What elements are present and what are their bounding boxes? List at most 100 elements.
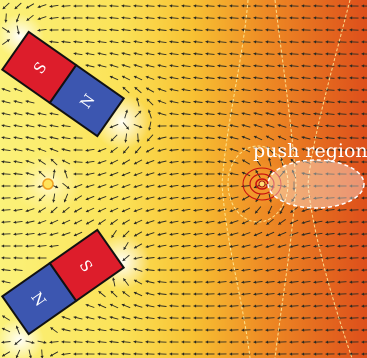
field-arrowhead: [241, 268, 245, 272]
field-arrowhead: [73, 4, 77, 8]
field-arrowhead: [337, 304, 341, 308]
field-arrowhead: [133, 185, 137, 189]
field-arrowhead: [289, 40, 293, 44]
field-arrowhead: [361, 100, 365, 104]
field-arrowhead: [181, 16, 185, 20]
field-arrowhead: [37, 124, 41, 128]
field-arrowhead: [205, 112, 209, 116]
field-arrowhead: [193, 88, 197, 92]
field-arrowhead: [193, 100, 197, 104]
field-arrowhead: [301, 88, 305, 92]
field-arrowhead: [73, 352, 77, 356]
field-arrowhead: [301, 40, 305, 44]
field-arrowhead: [193, 232, 197, 236]
field-arrowhead: [205, 208, 209, 212]
field-arrowhead: [217, 256, 221, 260]
field-arrowhead: [349, 208, 353, 212]
field-arrowhead: [229, 292, 233, 296]
field-arrowhead: [337, 280, 341, 284]
field-arrowhead: [40, 355, 44, 358]
field-arrowhead: [73, 328, 77, 332]
field-arrowhead: [25, 100, 29, 104]
field-arrowhead: [157, 340, 161, 344]
field-arrowhead: [349, 268, 353, 272]
field-arrowhead: [181, 292, 185, 296]
field-arrowhead: [205, 16, 209, 20]
field-arrowhead: [217, 76, 221, 80]
field-arrowhead: [265, 233, 269, 237]
field-arrowhead: [242, 209, 246, 213]
field-arrowhead: [349, 148, 353, 152]
field-arrowhead: [301, 316, 305, 320]
field-arrowhead: [313, 196, 317, 200]
upper-magnet-north-pole: [48, 63, 126, 138]
field-arrowhead: [229, 352, 233, 356]
field-arrowhead: [349, 340, 353, 344]
field-arrowhead: [109, 52, 113, 56]
field-arrowhead: [325, 280, 329, 284]
field-arrowhead: [133, 52, 137, 56]
field-arrowhead: [145, 328, 149, 332]
field-arrowhead: [301, 172, 305, 176]
field-arrowhead: [325, 244, 329, 248]
field-arrowhead: [181, 136, 185, 140]
field-arrowhead: [61, 221, 65, 225]
field-arrowhead: [193, 220, 197, 224]
field-arrowhead: [301, 244, 305, 248]
field-arrowhead: [229, 112, 233, 116]
field-arrowhead: [229, 304, 233, 308]
field-arrowhead: [157, 124, 161, 128]
field-arrowhead: [278, 147, 282, 150]
field-arrowhead: [181, 244, 185, 248]
field-arrowhead: [63, 199, 67, 203]
field-arrowhead: [49, 4, 53, 8]
field-arrowhead: [134, 87, 138, 90]
field-arrowhead: [361, 280, 365, 284]
field-arrowhead: [157, 220, 161, 224]
field-arrowhead: [145, 256, 149, 260]
field-arrowhead: [85, 52, 89, 56]
field-arrowhead: [38, 170, 42, 174]
field-arrowhead: [193, 304, 197, 308]
field-arrowhead: [361, 316, 365, 320]
field-arrowhead: [1, 196, 5, 200]
field-arrowhead: [255, 210, 258, 214]
field-arrowhead: [145, 64, 149, 68]
field-arrowhead: [265, 76, 269, 80]
field-arrowhead: [61, 340, 65, 344]
field-arrowhead: [301, 280, 305, 284]
field-arrowhead: [61, 315, 65, 319]
field-arrowhead: [337, 328, 341, 332]
field-arrowhead: [229, 232, 233, 236]
field-arrowhead: [157, 352, 161, 356]
field-arrowhead: [145, 40, 149, 44]
field-arrowhead: [361, 40, 365, 44]
field-arrowhead: [325, 64, 329, 68]
field-arrowhead: [121, 352, 125, 356]
field-arrowhead: [361, 268, 365, 272]
field-arrowhead: [205, 172, 209, 176]
field-arrowhead: [349, 316, 353, 320]
field-arrowhead: [301, 16, 305, 20]
field-arrowhead: [25, 136, 29, 140]
field-arrowhead: [122, 234, 126, 238]
field-arrowhead: [205, 196, 209, 200]
field-arrowhead: [205, 148, 209, 152]
field-arrowhead: [181, 52, 185, 56]
field-arrowhead: [181, 28, 185, 32]
field-arrowhead: [337, 244, 341, 248]
field-arrowhead: [73, 316, 77, 320]
field-arrowhead: [50, 158, 54, 162]
field-arrowhead: [126, 126, 129, 130]
field-arrowhead: [121, 316, 125, 320]
field-arrowhead: [265, 16, 269, 20]
field-arrowhead: [37, 112, 41, 116]
field-arrowhead: [205, 268, 209, 272]
field-arrowhead: [145, 292, 149, 296]
field-arrowhead: [277, 135, 281, 139]
field-arrowhead: [361, 340, 365, 344]
field-arrowhead: [349, 292, 353, 296]
field-arrowhead: [241, 352, 245, 356]
field-arrowhead: [73, 16, 77, 20]
field-arrowhead: [325, 148, 329, 152]
